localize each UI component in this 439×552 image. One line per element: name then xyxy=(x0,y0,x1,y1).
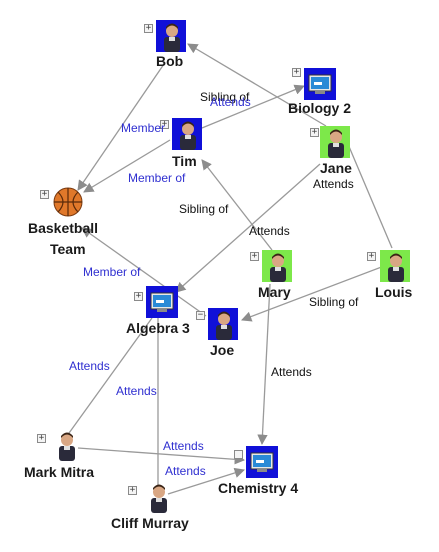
edge-jane-louis xyxy=(341,129,393,249)
edge-bob-basketball xyxy=(77,63,165,191)
algebra-3-label: Algebra 3 xyxy=(126,320,190,336)
expand-jane-toggle[interactable]: + xyxy=(310,127,319,137)
expand-bob-toggle[interactable]: + xyxy=(144,23,153,33)
mark-mitra-node[interactable] xyxy=(52,430,82,462)
expand-mary-toggle[interactable]: + xyxy=(250,251,259,261)
bob-label: Bob xyxy=(156,53,184,69)
person-icon xyxy=(151,484,167,513)
course-icon xyxy=(250,452,274,472)
edge-label-attends: Attends xyxy=(249,224,290,238)
algebra-3-node[interactable] xyxy=(146,286,178,318)
mary-node[interactable] xyxy=(262,250,292,282)
edge-jane-algebra3 xyxy=(175,163,321,293)
expand-tim-toggle[interactable]: + xyxy=(160,119,169,129)
edge-label-attends: Attends xyxy=(69,359,110,373)
expand-basketball-toggle[interactable]: + xyxy=(40,189,49,199)
edge-label-member-of: Member of xyxy=(128,171,186,185)
basketball-team-label-line2: Team xyxy=(50,241,86,257)
louis-node[interactable] xyxy=(380,250,410,282)
course-icon xyxy=(150,292,174,312)
expand-mark-toggle[interactable]: + xyxy=(37,433,46,443)
mark-mitra-label: Mark Mitra xyxy=(24,464,95,480)
basketball-team-node[interactable] xyxy=(52,186,84,218)
biology-2-node[interactable] xyxy=(304,68,336,100)
edge-tim-basketball xyxy=(83,139,171,193)
person-icon xyxy=(180,121,196,150)
expand-algebra3-toggle[interactable]: + xyxy=(134,291,143,301)
joe-label: Joe xyxy=(210,342,235,358)
cliff-murray-label: Cliff Murray xyxy=(111,515,189,531)
edge-mark-chemistry4 xyxy=(77,447,246,465)
jane-node[interactable] xyxy=(320,126,350,158)
edge-mary-chemistry4 xyxy=(257,283,271,446)
tim-label: Tim xyxy=(172,153,197,169)
edge-mark-algebra3 xyxy=(63,317,153,441)
joe-node[interactable] xyxy=(208,308,238,340)
mary-label: Mary xyxy=(258,284,291,300)
jane-label: Jane xyxy=(320,160,352,176)
person-icon xyxy=(59,432,75,461)
edge-label-attends: Attends xyxy=(210,95,251,109)
chemistry-4-label: Chemistry 4 xyxy=(218,480,299,496)
edge-label-sibling-of: Sibling of xyxy=(309,295,359,309)
expand-biology2-toggle[interactable]: + xyxy=(292,67,301,77)
edge-label-attends: Attends xyxy=(271,365,312,379)
person-icon xyxy=(164,23,180,52)
tim-node[interactable] xyxy=(172,118,202,150)
person-icon xyxy=(216,311,232,340)
edge-joe-basketball xyxy=(81,227,207,317)
biology-2-label: Biology 2 xyxy=(288,100,352,116)
chemistry-4-node[interactable] xyxy=(246,446,278,478)
edge-louis-joe xyxy=(241,265,385,322)
edge-label-member: Member xyxy=(121,121,166,135)
edge-label-sibling-of: Sibling of xyxy=(179,202,229,216)
edge-label-member-of: Member of xyxy=(83,265,141,279)
edge-label-attends: Attends xyxy=(116,384,157,398)
expand-louis-toggle[interactable]: + xyxy=(367,251,376,261)
person-icon xyxy=(270,253,286,282)
person-icon xyxy=(328,129,344,158)
expand-chemistry4-toggle[interactable] xyxy=(234,450,243,459)
expand-cliff-toggle[interactable]: + xyxy=(128,485,137,495)
basketball-team-label-line1: Basketball xyxy=(28,220,99,236)
person-icon xyxy=(388,253,404,282)
edge-cliff-chemistry4 xyxy=(167,467,245,495)
collapse-joe-toggle[interactable]: − xyxy=(196,310,205,320)
bob-node[interactable] xyxy=(156,20,186,52)
edge-jane-bob xyxy=(187,43,327,127)
edge-tim-biology2 xyxy=(201,84,305,129)
edge-mary-tim xyxy=(201,159,273,251)
louis-label: Louis xyxy=(375,284,413,300)
cliff-murray-node[interactable] xyxy=(144,482,174,514)
course-icon xyxy=(308,74,332,94)
edge-label-attends: Attends xyxy=(163,439,204,453)
edge-label-sibling-of: Sibling of xyxy=(200,90,250,104)
edge-label-attends: Attends xyxy=(165,464,206,478)
basketball-icon xyxy=(53,187,83,217)
edge-label-attends: Attends xyxy=(313,177,354,191)
